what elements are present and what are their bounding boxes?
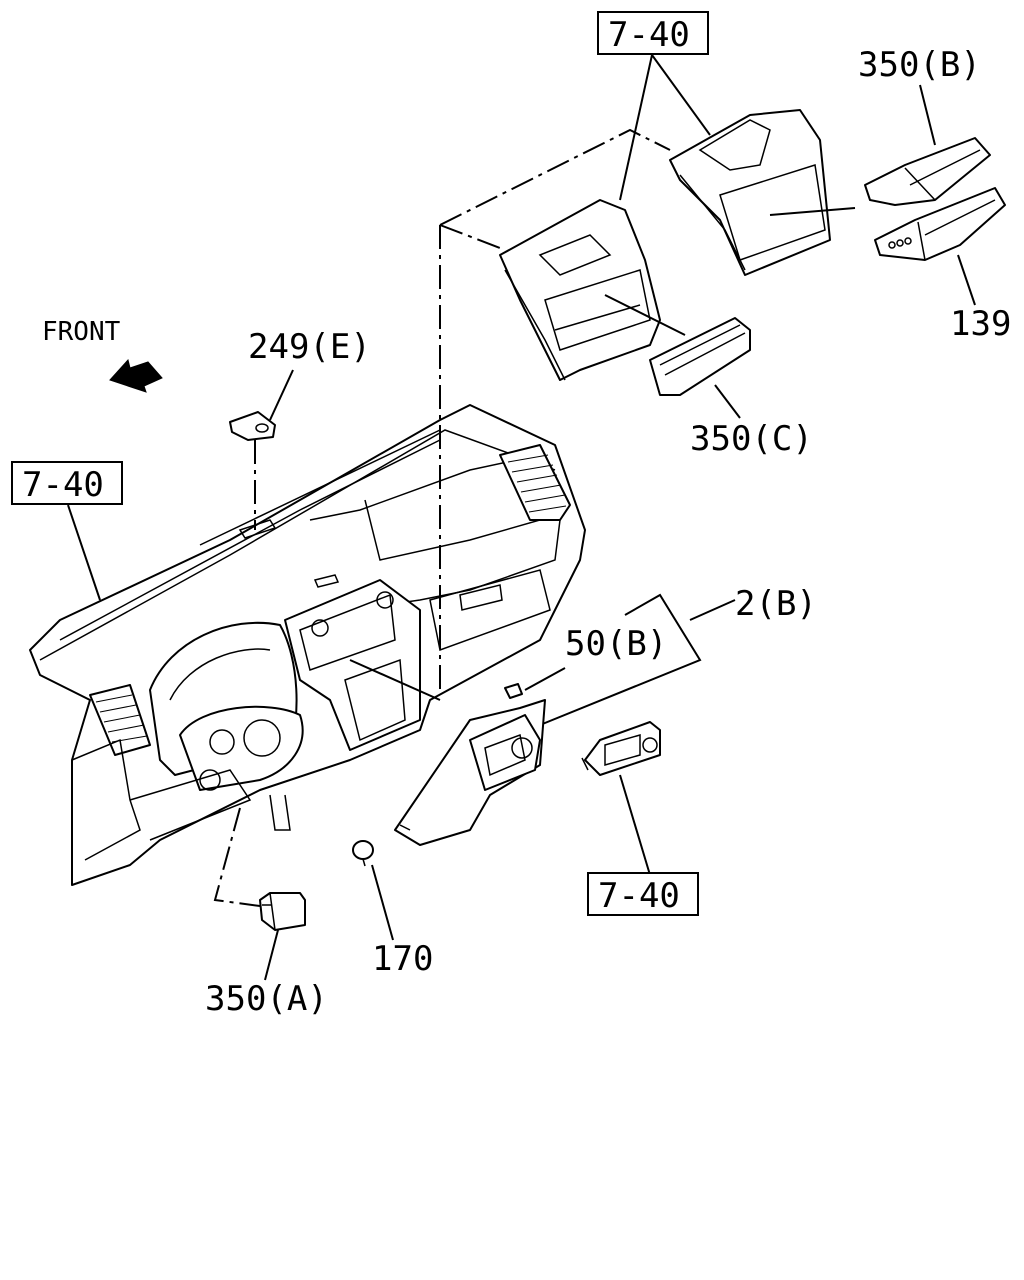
label-50b: 50(B): [565, 624, 667, 664]
ref-top-label: 7-40: [608, 15, 690, 55]
part-50b-clip: [504, 683, 523, 699]
part-350b: [864, 137, 991, 206]
label-249e: 249(E): [248, 327, 371, 367]
front-arrow-icon: [109, 358, 163, 393]
dashboard-assembly: [29, 404, 586, 886]
label-2b: 2(B): [735, 584, 817, 624]
part-249e-clip: [229, 411, 276, 441]
label-350c: 350(C): [690, 419, 813, 459]
part-center-bezel-right: [669, 109, 831, 276]
ref-bottom-label: 7-40: [598, 876, 680, 916]
ref-box-bottom: [587, 872, 699, 916]
label-350a: 350(A): [205, 979, 328, 1019]
part-2b-bezel: [394, 699, 546, 846]
front-label: FRONT: [42, 317, 121, 347]
part-350c: [649, 317, 751, 396]
label-350b: 350(B): [858, 45, 981, 85]
ref-box-top: [597, 11, 709, 55]
ref-left-label: 7-40: [22, 465, 104, 505]
ref-box-left: [11, 461, 123, 505]
part-350a-switch: [259, 892, 306, 931]
part-switch-panel: [581, 721, 661, 776]
part-170-clip: [352, 840, 374, 867]
part-center-bezel-left: [499, 199, 661, 381]
label-170: 170: [372, 939, 433, 979]
label-139: 139: [950, 304, 1011, 344]
part-139: [874, 187, 1006, 261]
